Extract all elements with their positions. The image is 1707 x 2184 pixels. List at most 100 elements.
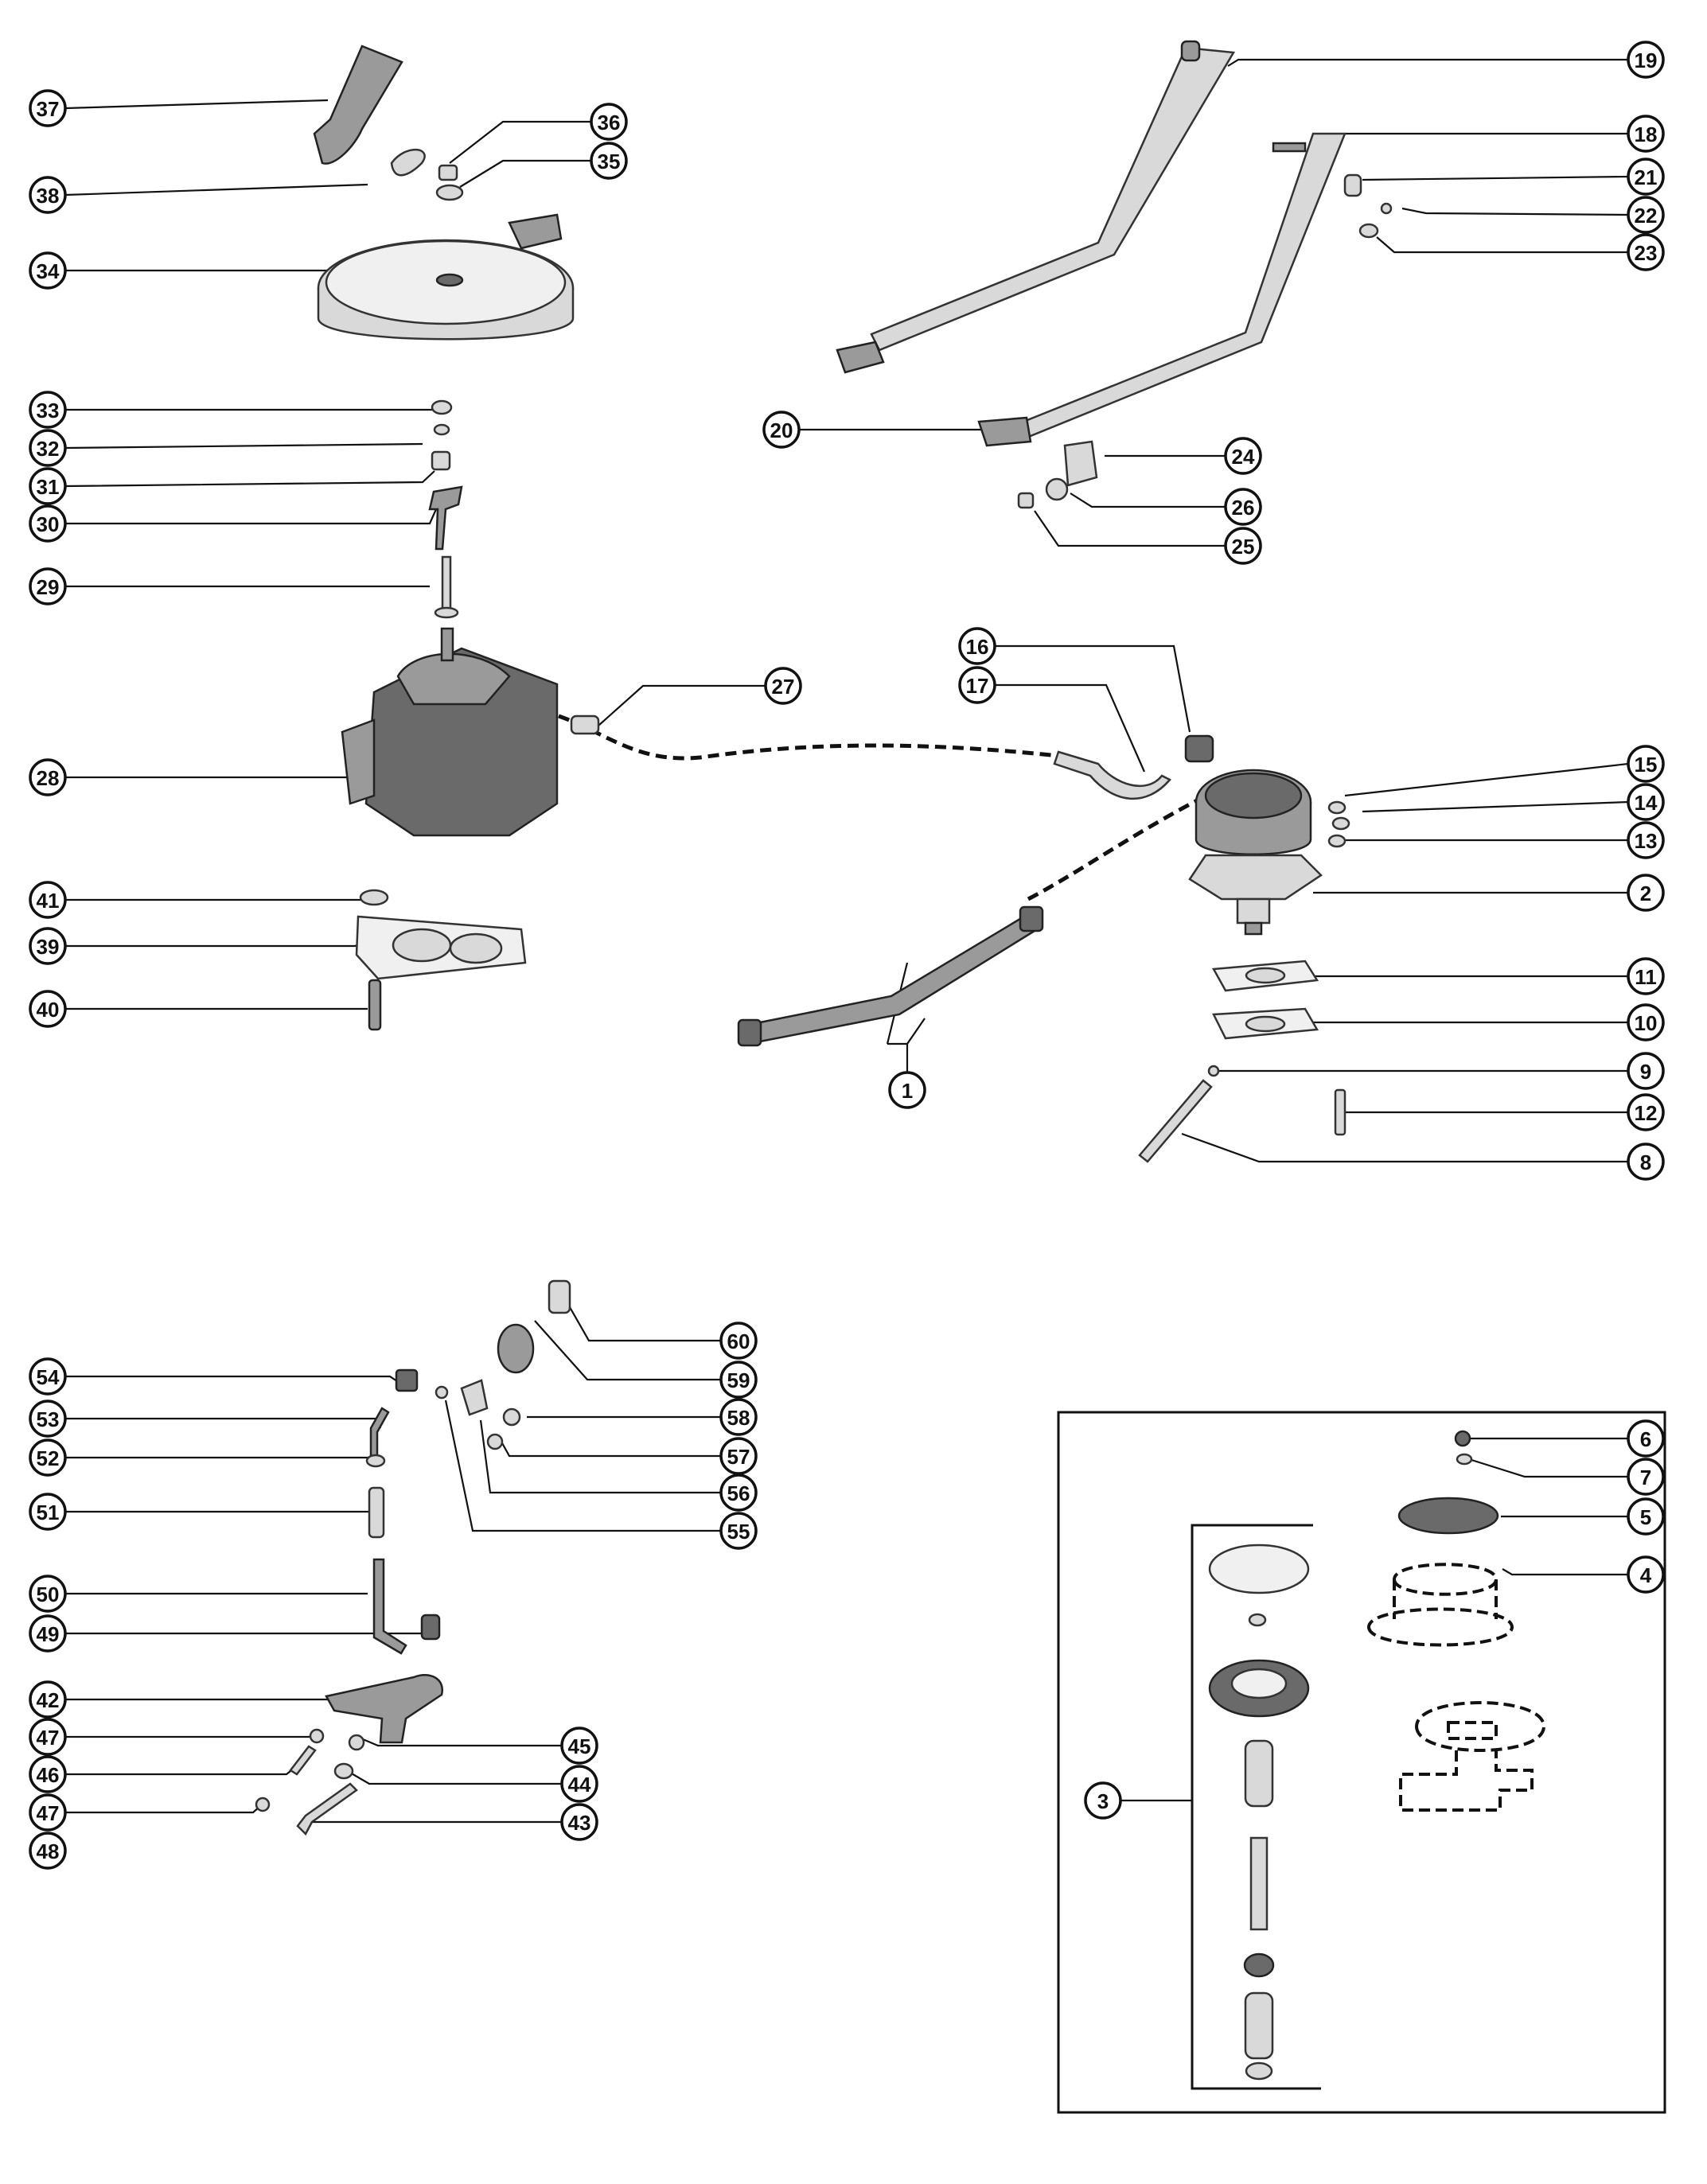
callout-39: 39 <box>29 927 67 965</box>
callout-circle <box>560 1765 598 1803</box>
callout-circle <box>29 1438 67 1477</box>
callout-31: 31 <box>29 467 67 505</box>
callout-circle <box>29 1400 67 1438</box>
callout-circle <box>29 567 67 605</box>
callout-3: 3 <box>1084 1781 1122 1820</box>
callout-7: 7 <box>1627 1458 1665 1496</box>
callout-label: 31 <box>37 475 60 499</box>
callout-label: 3 <box>1097 1789 1109 1813</box>
callout-circle <box>1627 233 1665 271</box>
callout-label: 19 <box>1635 49 1658 72</box>
callout-circle <box>719 1512 758 1550</box>
callout-60: 60 <box>719 1322 758 1360</box>
callout-40: 40 <box>29 990 67 1028</box>
callout-label: 20 <box>770 419 793 442</box>
callout-circle <box>29 1718 67 1756</box>
callout-circle <box>1224 437 1262 475</box>
callout-circle <box>29 1755 67 1793</box>
callout-35: 35 <box>590 142 628 180</box>
callout-circle <box>762 411 801 449</box>
callout-28: 28 <box>29 758 67 796</box>
callout-49: 49 <box>29 1614 67 1653</box>
callout-label: 27 <box>772 675 795 699</box>
callouts: 3736353834333231302928274139401918212223… <box>29 41 1665 1870</box>
callout-circle <box>590 142 628 180</box>
callout-circle <box>719 1398 758 1436</box>
callout-label: 46 <box>37 1763 60 1787</box>
callout-label: 28 <box>37 766 60 790</box>
callout-circle <box>29 467 67 505</box>
callout-1: 1 <box>888 1071 926 1109</box>
callout-circle <box>560 1727 598 1765</box>
callout-label: 39 <box>37 935 60 959</box>
callout-41: 41 <box>29 881 67 919</box>
callout-13: 13 <box>1627 821 1665 859</box>
callout-label: 12 <box>1635 1101 1658 1125</box>
callout-label: 45 <box>568 1734 591 1758</box>
callout-17: 17 <box>958 666 996 704</box>
callout-21: 21 <box>1627 158 1665 196</box>
callout-4: 4 <box>1627 1555 1665 1594</box>
callout-circle <box>29 881 67 919</box>
callout-54: 54 <box>29 1357 67 1396</box>
callout-circle <box>1627 1419 1665 1458</box>
inset-frame <box>1057 1411 1666 2114</box>
callout-label: 34 <box>37 259 60 283</box>
callout-15: 15 <box>1627 745 1665 783</box>
callout-24: 24 <box>1224 437 1262 475</box>
callout-circle <box>1627 158 1665 196</box>
callout-25: 25 <box>1224 527 1262 565</box>
callout-16: 16 <box>958 627 996 665</box>
callout-label: 16 <box>966 635 989 659</box>
callout-9: 9 <box>1627 1052 1665 1090</box>
callout-20: 20 <box>762 411 801 449</box>
callout-circle <box>719 1474 758 1512</box>
callout-label: 51 <box>37 1501 60 1524</box>
callout-label: 55 <box>727 1520 750 1544</box>
callout-label: 25 <box>1232 535 1255 559</box>
callout-8: 8 <box>1627 1143 1665 1181</box>
callout-23: 23 <box>1627 233 1665 271</box>
callout-circle <box>29 89 67 127</box>
fuel-lines-dashed <box>558 714 1546 1812</box>
callout-label: 40 <box>37 998 60 1022</box>
callout-circle <box>958 627 996 665</box>
callout-circle <box>590 103 628 141</box>
callout-label: 11 <box>1635 965 1657 989</box>
callout-label: 38 <box>37 184 60 208</box>
callout-circle <box>719 1361 758 1399</box>
callout-circle <box>29 1614 67 1653</box>
callout-48: 48 <box>29 1832 67 1870</box>
callout-30: 30 <box>29 504 67 543</box>
callout-circle <box>29 1832 67 1870</box>
callout-circle <box>1627 1458 1665 1496</box>
callout-50: 50 <box>29 1575 67 1613</box>
callout-circle <box>1627 821 1665 859</box>
callout-label: 47 <box>37 1726 60 1750</box>
callout-label: 2 <box>1640 882 1651 905</box>
callout-circle <box>29 391 67 429</box>
callout-circle <box>1627 1003 1665 1041</box>
callout-label: 17 <box>966 674 989 698</box>
callout-label: 50 <box>37 1583 60 1606</box>
callout-label: 13 <box>1635 829 1658 853</box>
callout-10: 10 <box>1627 1003 1665 1041</box>
callout-label: 8 <box>1640 1150 1651 1174</box>
callout-19: 19 <box>1627 41 1665 79</box>
callout-circle <box>1627 745 1665 783</box>
callout-circle <box>1627 1555 1665 1594</box>
callout-circle <box>29 1357 67 1396</box>
callout-circle <box>958 666 996 704</box>
callout-12: 12 <box>1627 1093 1665 1131</box>
callout-label: 44 <box>568 1773 591 1797</box>
callout-33: 33 <box>29 391 67 429</box>
callout-14: 14 <box>1627 783 1665 821</box>
callout-37: 37 <box>29 89 67 127</box>
callout-label: 26 <box>1232 496 1255 520</box>
callout-circle <box>29 758 67 796</box>
callout-circle <box>888 1071 926 1109</box>
callout-label: 32 <box>37 437 60 461</box>
parts <box>255 40 1499 2081</box>
callout-circle <box>29 927 67 965</box>
callout-label: 52 <box>37 1446 60 1470</box>
